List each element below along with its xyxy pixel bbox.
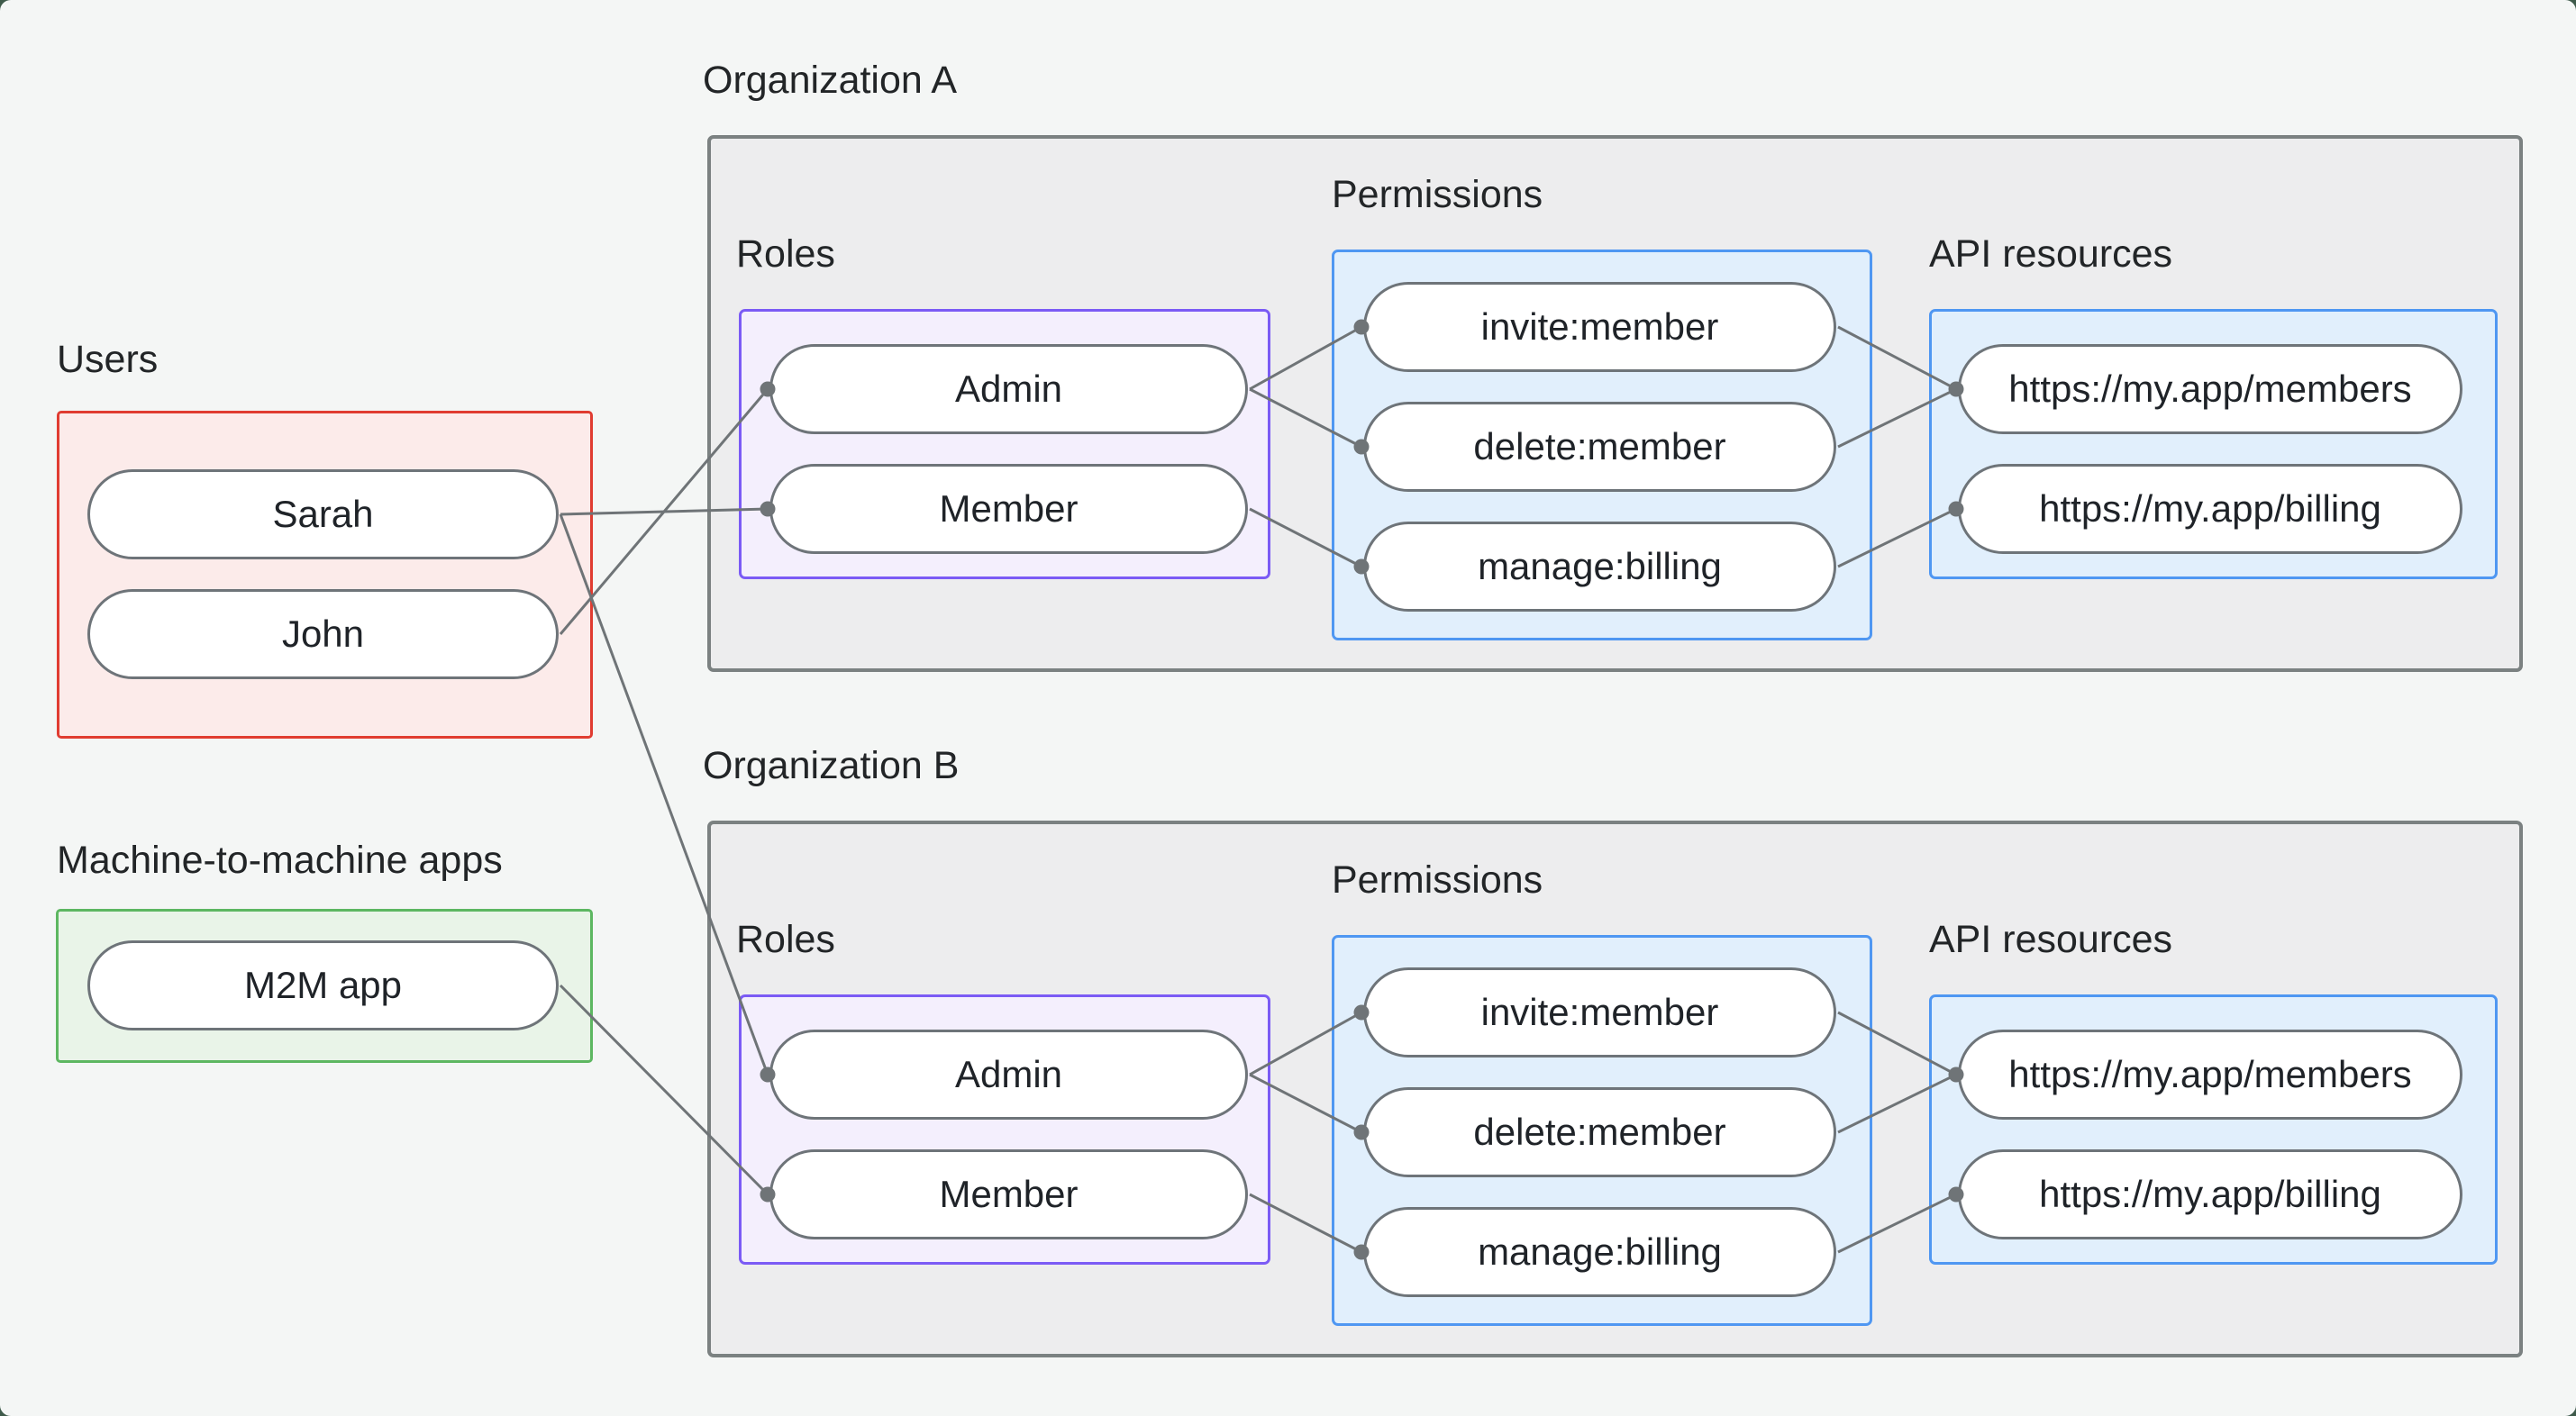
org-a-api-label: API resources <box>1929 232 2173 276</box>
m2m-app-node: M2M app <box>87 940 559 1030</box>
org-a-api-billing: https://my.app/billing <box>1958 464 2462 554</box>
org-b-api-billing: https://my.app/billing <box>1958 1149 2462 1239</box>
org-b-permission-delete-member: delete:member <box>1363 1087 1836 1177</box>
org-a-permission-invite-member: invite:member <box>1363 282 1836 372</box>
user-node-sarah: Sarah <box>87 469 559 559</box>
org-b-api-label: API resources <box>1929 918 2173 961</box>
org-a-permission-manage-billing: manage:billing <box>1363 522 1836 612</box>
org-b-role-admin: Admin <box>769 1030 1248 1120</box>
user-node-john: John <box>87 589 559 679</box>
org-a-role-member-label: Member <box>939 487 1079 530</box>
org-b-role-member: Member <box>769 1149 1248 1239</box>
user-node-sarah-label: Sarah <box>272 493 374 535</box>
org-b-title: Organization B <box>703 744 960 787</box>
org-a-title: Organization A <box>703 59 958 102</box>
org-a-permission-manage-billing-label: manage:billing <box>1478 545 1722 587</box>
org-b-permission-invite-member: invite:member <box>1363 967 1836 1057</box>
org-a-role-admin-label: Admin <box>954 368 1063 410</box>
org-b-permission-invite-member-label: invite:member <box>1480 991 1719 1033</box>
org-b-api-members: https://my.app/members <box>1958 1030 2462 1120</box>
org-a-permission-invite-member-label: invite:member <box>1480 305 1719 348</box>
org-b-permission-delete-member-label: delete:member <box>1473 1111 1726 1153</box>
org-a-role-member: Member <box>769 464 1248 554</box>
org-b-api-members-label: https://my.app/members <box>2008 1053 2412 1095</box>
org-b-role-member-label: Member <box>939 1173 1079 1215</box>
org-a-api-members: https://my.app/members <box>1958 344 2462 434</box>
user-node-john-label: John <box>281 613 365 655</box>
m2m-app-node-label: M2M app <box>243 964 403 1006</box>
org-a-permission-delete-member-label: delete:member <box>1473 425 1726 467</box>
org-b-api-billing-label: https://my.app/billing <box>2039 1173 2381 1215</box>
m2m-group-label: Machine-to-machine apps <box>57 839 503 882</box>
org-a-roles-label: Roles <box>736 232 835 276</box>
org-b-role-admin-label: Admin <box>954 1053 1063 1095</box>
org-b-roles-label: Roles <box>736 918 835 961</box>
users-group-box <box>57 411 593 739</box>
users-group-label: Users <box>57 338 159 381</box>
org-b-permission-manage-billing-label: manage:billing <box>1478 1230 1722 1273</box>
org-a-role-admin: Admin <box>769 344 1248 434</box>
org-a-api-members-label: https://my.app/members <box>2008 368 2412 410</box>
org-a-permission-delete-member: delete:member <box>1363 402 1836 492</box>
org-a-permissions-label: Permissions <box>1332 173 1543 216</box>
org-a-api-billing-label: https://my.app/billing <box>2039 487 2381 530</box>
org-b-permission-manage-billing: manage:billing <box>1363 1207 1836 1297</box>
org-b-permissions-label: Permissions <box>1332 858 1543 902</box>
